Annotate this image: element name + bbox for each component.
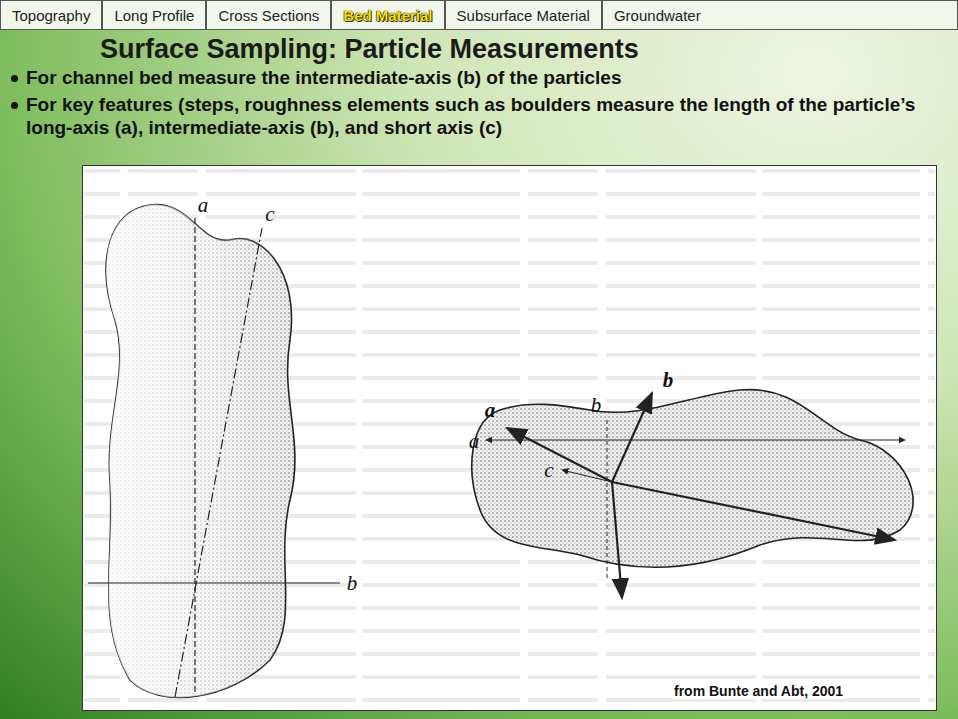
slide-title: Surface Sampling: Particle Measurements — [100, 34, 639, 65]
nav-tab: Long Profile — [102, 0, 206, 30]
nav-tab: Topography — [0, 0, 102, 30]
source-citation: from Bunte and Abt, 2001 — [672, 683, 845, 699]
bullet-text: For channel bed measure the intermediate… — [26, 66, 946, 89]
nav-tab: Cross Sections — [206, 0, 331, 30]
tab-label: Topography — [12, 7, 90, 24]
axis-label: c — [544, 458, 553, 483]
axis-label: b — [591, 393, 602, 418]
axis-label: a — [485, 398, 496, 423]
nav-tab: Subsurface Material — [445, 0, 602, 30]
tab-bar: Topography Long Profile Cross Sections Bed … — [0, 0, 958, 30]
axis-label: b — [663, 368, 674, 393]
tab-label: Subsurface Material — [457, 7, 590, 24]
axis-label: a — [198, 193, 209, 218]
bullet-dot — [11, 102, 18, 109]
bullet-text: For key features (steps, roughness eleme… — [26, 93, 926, 139]
bullet-dot — [11, 75, 18, 82]
axis-label: a — [469, 429, 480, 454]
axis-label: b — [347, 571, 358, 596]
tab-label: Cross Sections — [218, 7, 319, 24]
tab-label: Groundwater — [614, 7, 701, 24]
tab-label: Long Profile — [114, 7, 194, 24]
nav-tab: Groundwater — [602, 0, 958, 30]
tab-label: Bed Material — [343, 7, 432, 24]
nav-tab: Bed Material — [331, 0, 444, 30]
axis-label: c — [265, 202, 274, 227]
